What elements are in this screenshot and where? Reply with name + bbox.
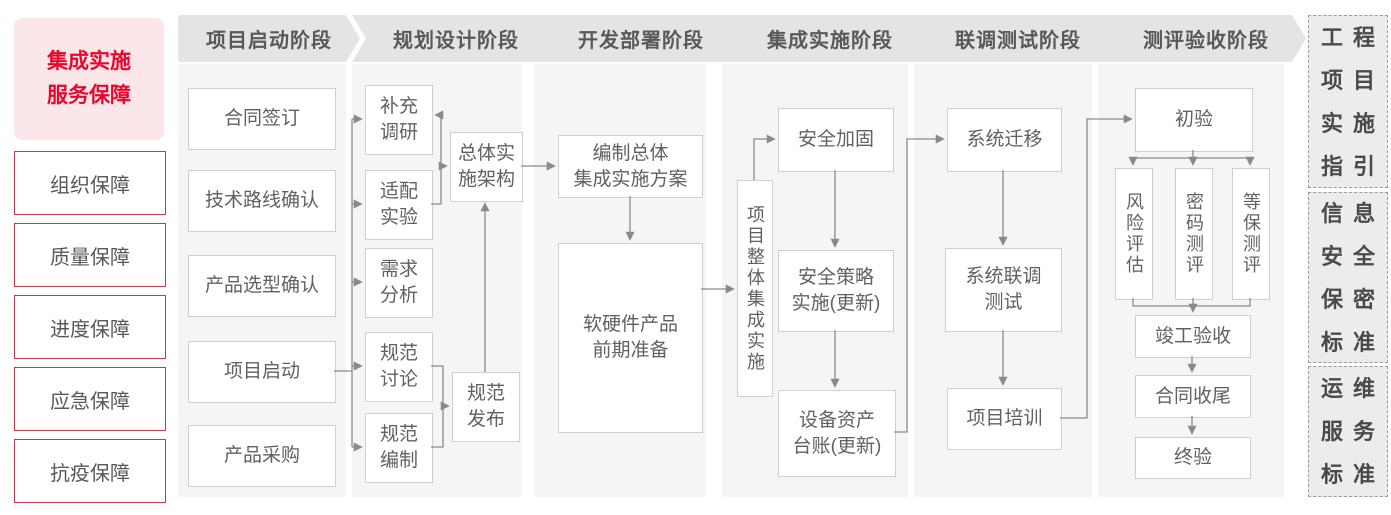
standard-box-engineering-project-guide: 工程 项目 实施 指引	[1308, 15, 1388, 188]
flow-node-product-procurement: 产品采购	[188, 425, 336, 487]
flow-node-spec-compilation: 规范 编制	[365, 413, 433, 483]
flow-node-overall-integration: 项目整体集成实施	[737, 180, 773, 397]
standard-box-om-service-standard: 运维 服务 标准	[1308, 366, 1388, 497]
phase-header-evaluation-acceptance: 测评验收阶段	[1098, 15, 1306, 62]
standard-box-infosec-confidentiality-standard: 信息 安全 保密 标准	[1308, 192, 1388, 363]
standard-label: 信息 安全 保密 标准	[1320, 200, 1385, 355]
standard-label: 运维 服务 标准	[1320, 376, 1385, 487]
flow-node-tech-route-confirm: 技术路线确认	[188, 170, 336, 232]
sidebar-item-organization-guarantee: 组织保障	[14, 151, 166, 215]
flow-node-risk-assessment: 风险评估	[1115, 168, 1153, 300]
flow-node-spec-discussion: 规范 讨论	[365, 332, 433, 402]
flow-node-project-training: 项目培训	[947, 388, 1062, 450]
flow-node-spec-release: 规范 发布	[452, 372, 520, 442]
flow-node-project-kickoff: 项目启动	[188, 341, 336, 403]
flow-node-joint-testing: 系统联调 测试	[945, 248, 1062, 332]
sidebar-item-schedule-guarantee: 进度保障	[14, 295, 166, 359]
sidebar-item-epidemic-guarantee: 抗疫保障	[14, 439, 166, 503]
flow-node-product-preparation: 软硬件产品 前期准备	[558, 243, 703, 433]
phase-header-integration-impl: 集成实施阶段	[722, 15, 930, 62]
phase-header-planning-design: 规划设计阶段	[352, 15, 552, 62]
flow-node-security-policy: 安全策略 实施(更新)	[778, 250, 894, 332]
flow-node-initial-acceptance: 初验	[1135, 88, 1253, 152]
sidebar-item-quality-guarantee: 质量保障	[14, 223, 166, 287]
flow-node-requirement-analysis: 需求 分析	[365, 248, 433, 318]
flow-node-supplement-research: 补充 调研	[365, 85, 433, 155]
flow-node-overall-plan: 编制总体 集成实施方案	[558, 135, 703, 198]
phase-header-project-kickoff: 项目启动阶段	[178, 15, 360, 62]
flow-node-product-selection-confirm: 产品选型确认	[188, 255, 336, 317]
flow-node-system-migration: 系统迁移	[947, 108, 1062, 172]
phase-header-label: 项目启动阶段	[206, 30, 332, 52]
phase-header-label: 开发部署阶段	[578, 30, 704, 52]
standard-label: 工程 项目 实施 指引	[1320, 24, 1385, 179]
phase-header-joint-testing: 联调测试阶段	[914, 15, 1114, 62]
flow-node-final-acceptance: 终验	[1135, 437, 1251, 479]
flow-node-asset-ledger: 设备资产 台账(更新)	[778, 390, 896, 477]
flow-node-mlps-evaluation: 等保测评	[1232, 168, 1270, 300]
sidebar-title-integration-service-guarantee: 集成实施 服务保障	[14, 18, 164, 140]
flow-node-adaptation-test: 适配 实验	[365, 170, 433, 240]
phase-header-label: 规划设计阶段	[393, 30, 519, 52]
sidebar-item-emergency-guarantee: 应急保障	[14, 367, 166, 431]
flow-node-crypto-evaluation: 密码测评	[1175, 168, 1213, 300]
flow-node-completion-acceptance: 竣工验收	[1135, 315, 1251, 358]
phase-header-label: 测评验收阶段	[1143, 30, 1269, 52]
phase-header-label: 联调测试阶段	[955, 30, 1081, 52]
phase-header-label: 集成实施阶段	[767, 30, 893, 52]
flow-node-overall-architecture: 总体实 施架构	[450, 132, 523, 202]
flow-node-contract-signing: 合同签订	[188, 88, 336, 150]
phase-header-dev-deploy: 开发部署阶段	[534, 15, 740, 62]
flow-node-security-hardening: 安全加固	[778, 108, 894, 172]
flow-node-contract-closure: 合同收尾	[1135, 375, 1251, 418]
